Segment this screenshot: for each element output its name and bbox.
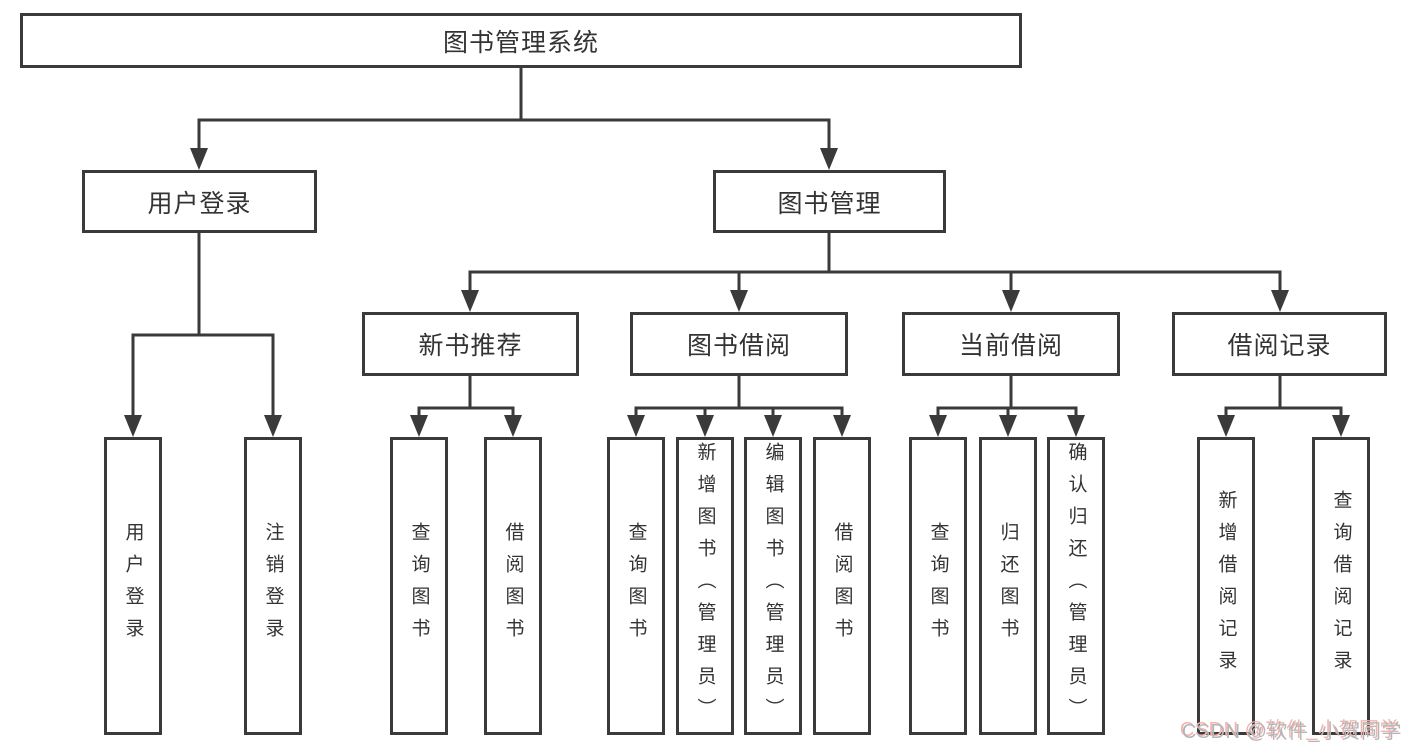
node-leaf-query-books-borrow: 查询图书 — [607, 437, 665, 735]
node-leaf-logout: 注销登录 — [244, 437, 302, 735]
node-leaf-query-borrow-record: 查询借阅记录 — [1312, 437, 1370, 735]
node-leaf-query-books-current: 查询图书 — [909, 437, 967, 735]
arrowheads — [124, 148, 1350, 437]
node-current-borrow: 当前借阅 — [902, 312, 1120, 376]
csdn-watermark: CSDN @软件_小贺同学 — [1181, 721, 1402, 743]
node-leaf-user-login: 用户登录 — [104, 437, 162, 735]
node-leaf-return-book: 归还图书 — [979, 437, 1037, 735]
node-borrow-records: 借阅记录 — [1172, 312, 1387, 376]
node-leaf-borrow-books-recommend: 借阅图书 — [484, 437, 542, 735]
node-book-management: 图书管理 — [713, 170, 946, 233]
node-leaf-query-books-recommend: 查询图书 — [390, 437, 448, 735]
node-leaf-confirm-return-admin: 确认归还（管理员） — [1047, 437, 1105, 735]
node-book-borrow: 图书借阅 — [630, 312, 848, 376]
node-root: 图书管理系统 — [20, 13, 1022, 68]
node-new-book-recommend: 新书推荐 — [362, 312, 579, 376]
node-user-login: 用户登录 — [82, 170, 317, 233]
node-leaf-add-book-admin: 新增图书（管理员） — [676, 437, 734, 735]
node-leaf-borrow-books: 借阅图书 — [813, 437, 871, 735]
node-leaf-add-borrow-record: 新增借阅记录 — [1197, 437, 1255, 735]
node-leaf-edit-book-admin: 编辑图书（管理员） — [744, 437, 802, 735]
